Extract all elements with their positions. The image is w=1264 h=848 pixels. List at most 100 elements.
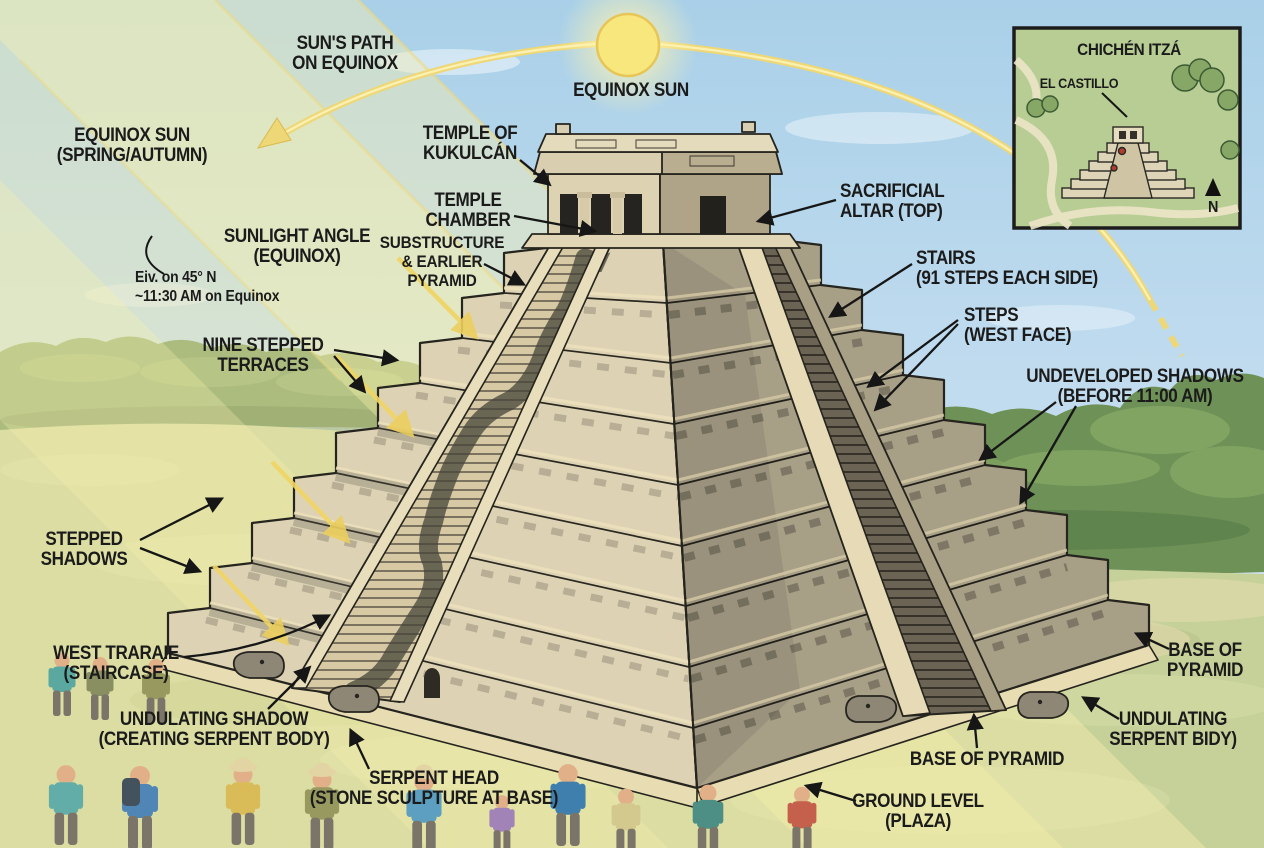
label-line: KUKULCÁN bbox=[422, 143, 518, 164]
label-temple-of-kukulcan: TEMPLE OF KUKULCÁN bbox=[423, 124, 518, 164]
label-line: SERPENT HEAD bbox=[369, 768, 499, 789]
label-line: (STAIRCASE) bbox=[63, 663, 169, 684]
backpack bbox=[122, 778, 140, 806]
label-line: CHAMBER bbox=[425, 210, 511, 231]
equinox-sun-disc bbox=[558, 0, 698, 115]
label-line: (BEFORE 11:00 AM) bbox=[1057, 386, 1213, 407]
label-line: UNDULATING SHADOW bbox=[119, 709, 309, 730]
west-staircase bbox=[291, 240, 616, 703]
angle-indicator-arc bbox=[145, 235, 165, 275]
west-terrace-bands bbox=[205, 286, 694, 744]
temple-column bbox=[580, 194, 589, 234]
label-substructure: SUBSTRUCTURE & EARLIER PYRAMID bbox=[379, 233, 505, 290]
leader-arrow bbox=[513, 214, 598, 237]
leader-arrow bbox=[333, 355, 367, 394]
pyramid bbox=[157, 121, 1159, 809]
label-line: PYRAMID bbox=[407, 271, 477, 290]
label-serpent-head: SERPENT HEAD (STONE SCULPTURE AT BASE) bbox=[309, 768, 559, 809]
label-line: UNDULATING bbox=[1118, 709, 1228, 730]
label-line: TEMPLE OF bbox=[422, 123, 518, 144]
label-line: (91 STEPS EACH SIDE) bbox=[916, 268, 1098, 289]
label-line: SUBSTRUCTURE bbox=[379, 233, 505, 252]
label-suns-path: SUN'S PATH ON EQUINOX bbox=[292, 34, 398, 74]
label-nine-stepped-terraces: NINE STEPPED TERRACES bbox=[202, 336, 323, 376]
label-undeveloped-shadows: UNDEVELOPED SHADOWS (BEFORE 11:00 AM) bbox=[1026, 366, 1244, 407]
arc-arrowhead-icon bbox=[256, 117, 292, 149]
label-line: STEPPED bbox=[45, 529, 123, 550]
leader-arrow bbox=[866, 319, 959, 389]
label-line: GROUND LEVEL bbox=[852, 791, 984, 812]
leader-arrow bbox=[139, 497, 225, 542]
label-line: (CREATING SERPENT BODY) bbox=[98, 729, 330, 750]
inset-subtitle: EL CASTILLO bbox=[1039, 75, 1119, 91]
label-temple-chamber: TEMPLE CHAMBER bbox=[426, 191, 511, 231]
label-line: SHADOWS bbox=[40, 549, 128, 570]
label-line: SACRIFICIAL bbox=[840, 181, 945, 202]
south-staircase bbox=[736, 239, 1007, 717]
label-line: (STONE SCULPTURE AT BASE) bbox=[309, 788, 559, 809]
leader-arrow bbox=[1081, 696, 1120, 720]
leader-arrow bbox=[1133, 632, 1170, 651]
label-sacrificial-altar: SACRIFICIAL ALTAR (TOP) bbox=[840, 181, 945, 222]
label-line: STEPS bbox=[964, 305, 1019, 326]
leader-arrow bbox=[873, 323, 959, 412]
inset-title: CHICHÉN ITZÁ bbox=[1077, 41, 1181, 59]
temple bbox=[521, 121, 801, 249]
leader-arrow bbox=[349, 727, 371, 770]
leader-arrow bbox=[519, 159, 552, 187]
inset-map bbox=[1012, 26, 1242, 230]
serpent-head-icon bbox=[232, 651, 285, 679]
corner-ridge bbox=[662, 241, 698, 789]
label-line: SERPENT BIDY) bbox=[1109, 729, 1237, 750]
serpent-head-icon bbox=[327, 685, 380, 713]
label-line: TEMPLE bbox=[434, 190, 502, 211]
serpent-head-icon bbox=[845, 695, 898, 723]
leader-arrows bbox=[139, 159, 1170, 803]
label-line: PYRAMID bbox=[1166, 660, 1244, 681]
label-line: STAIRS bbox=[916, 248, 976, 269]
label-line: & EARLIER bbox=[401, 252, 483, 271]
label-stairs: STAIRS (91 STEPS EACH SIDE) bbox=[916, 249, 1098, 289]
label-line: (SPRING/AUTUMN) bbox=[56, 145, 208, 166]
label-line: EQUINOX SUN bbox=[74, 125, 190, 146]
label-base-of-pyramid-right: BASE OF PYRAMID bbox=[1166, 640, 1244, 681]
label-line: NINE STEPPED bbox=[202, 335, 324, 356]
label-line: N bbox=[1207, 199, 1219, 216]
label-line: SUNLIGHT ANGLE bbox=[223, 226, 371, 247]
label-steps-west-face: STEPS (WEST FACE) bbox=[964, 305, 1072, 346]
substructure-doorway bbox=[424, 668, 440, 698]
label-line: CHICHÉN ITZÁ bbox=[1077, 40, 1181, 59]
leader-arrow bbox=[1019, 405, 1077, 505]
sun-icon bbox=[595, 12, 661, 78]
inset-leader-line bbox=[1101, 92, 1128, 118]
leader-arrow bbox=[183, 614, 332, 659]
leader-arrow bbox=[966, 712, 984, 749]
inset-north-label: N bbox=[1208, 200, 1218, 216]
label-line: SUN'S PATH bbox=[296, 33, 394, 54]
tourists-group bbox=[48, 653, 817, 848]
label-line: ON EQUINOX bbox=[292, 53, 398, 74]
leader-arrow bbox=[267, 665, 312, 710]
label-undulating-serpent-body: UNDULATING SERPENT BIDY) bbox=[1109, 709, 1237, 750]
label-line: BASE OF bbox=[1168, 640, 1242, 661]
leader-arrow bbox=[139, 546, 203, 575]
label-sunlight-angle: SUNLIGHT ANGLE (EQUINOX) bbox=[223, 226, 371, 267]
leader-arrow bbox=[483, 262, 527, 286]
label-line: UNDEVELOPED SHADOWS bbox=[1026, 366, 1244, 387]
label-line: (EQUINOX) bbox=[253, 246, 341, 267]
leader-arrow bbox=[828, 263, 913, 318]
leader-arrow bbox=[333, 348, 400, 367]
label-line: ALTAR (TOP) bbox=[840, 201, 943, 222]
label-line: WEST TRARAIE bbox=[53, 643, 179, 664]
sacrificial-altar-doorway bbox=[700, 196, 726, 234]
label-elevation-note: Eiv. on 45° N ~11:30 AM on Equinox bbox=[135, 268, 280, 306]
label-undulating-shadow: UNDULATING SHADOW (CREATING SERPENT BODY… bbox=[99, 710, 330, 750]
label-line: EL CASTILLO bbox=[1039, 75, 1119, 91]
label-line: TERRACES bbox=[217, 355, 309, 376]
label-line: (WEST FACE) bbox=[964, 325, 1072, 346]
label-line: (PLAZA) bbox=[885, 811, 951, 832]
label-line: EQUINOX SUN bbox=[573, 80, 689, 101]
leader-arrow bbox=[978, 401, 1057, 462]
